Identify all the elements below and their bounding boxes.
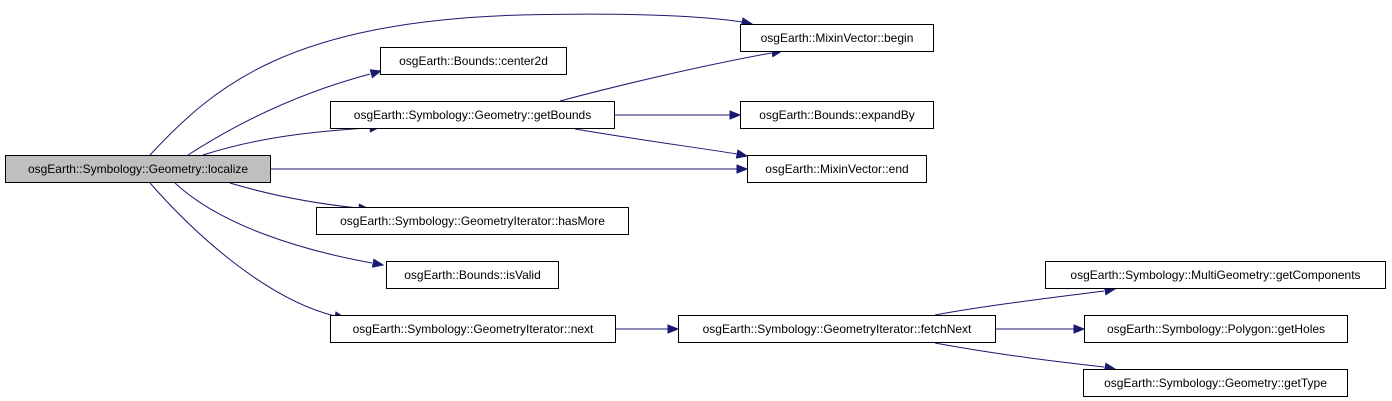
edge-line [187, 73, 371, 156]
node-polygon-getholes[interactable]: osgEarth::Symbology::Polygon::getHoles [1084, 315, 1348, 343]
edge-line [149, 182, 336, 317]
edge-line [174, 182, 373, 264]
edge-arrowhead [729, 110, 742, 120]
node-geometry-gettype[interactable]: osgEarth::Symbology::Geometry::getType [1083, 369, 1348, 397]
node-mixinvector-end[interactable]: osgEarth::MixinVector::end [747, 155, 927, 183]
edge-next-to-fetchNext [616, 324, 680, 334]
edge-line [559, 52, 772, 102]
edge-getBounds-to-end [574, 128, 749, 159]
edge-arrowhead [736, 164, 749, 174]
edge-arrowhead [1073, 324, 1086, 334]
node-geometryiterator-hasmore[interactable]: osgEarth::Symbology::GeometryIterator::h… [316, 207, 629, 235]
node-geometryiterator-fetchnext[interactable]: osgEarth::Symbology::GeometryIterator::f… [678, 315, 996, 343]
node-bounds-isvalid[interactable]: osgEarth::Bounds::isValid [386, 261, 559, 289]
node-geometry-getbounds[interactable]: osgEarth::Symbology::Geometry::getBounds [330, 101, 615, 129]
edge-getBounds-to-expandBy [615, 110, 742, 120]
edge-localize-to-end [271, 164, 749, 174]
edge-line [934, 342, 1105, 368]
edge-line [202, 127, 370, 156]
edge-fetchNext-to-getType [934, 342, 1117, 372]
node-geometryiterator-next[interactable]: osgEarth::Symbology::GeometryIterator::n… [330, 315, 616, 343]
edge-line [149, 13, 743, 156]
node-bounds-center2d[interactable]: osgEarth::Bounds::center2d [380, 47, 567, 75]
edge-arrowhead [369, 69, 383, 79]
node-mixinvector-begin[interactable]: osgEarth::MixinVector::begin [740, 24, 934, 52]
node-localize[interactable]: osgEarth::Symbology::Geometry::localize [5, 155, 271, 183]
edge-arrowhead [667, 324, 680, 334]
edge-getBounds-to-begin [559, 48, 784, 102]
edge-fetchNext-to-getHoles [996, 324, 1086, 334]
edge-line [229, 182, 359, 209]
edge-localize-to-begin [149, 13, 754, 156]
edge-arrowhead [735, 149, 749, 159]
edge-arrowhead [371, 258, 385, 268]
edge-line [934, 290, 1105, 316]
edge-localize-to-next [149, 182, 347, 321]
node-multigeometry-getcomponents[interactable]: osgEarth::Symbology::MultiGeometry::getC… [1045, 261, 1386, 289]
node-bounds-expandby[interactable]: osgEarth::Bounds::expandBy [740, 101, 934, 129]
edge-fetchNext-to-getComponents [934, 286, 1117, 316]
edge-line [574, 128, 738, 155]
edge-localize-to-center2d [187, 69, 383, 156]
edge-localize-to-isValid [174, 182, 385, 268]
